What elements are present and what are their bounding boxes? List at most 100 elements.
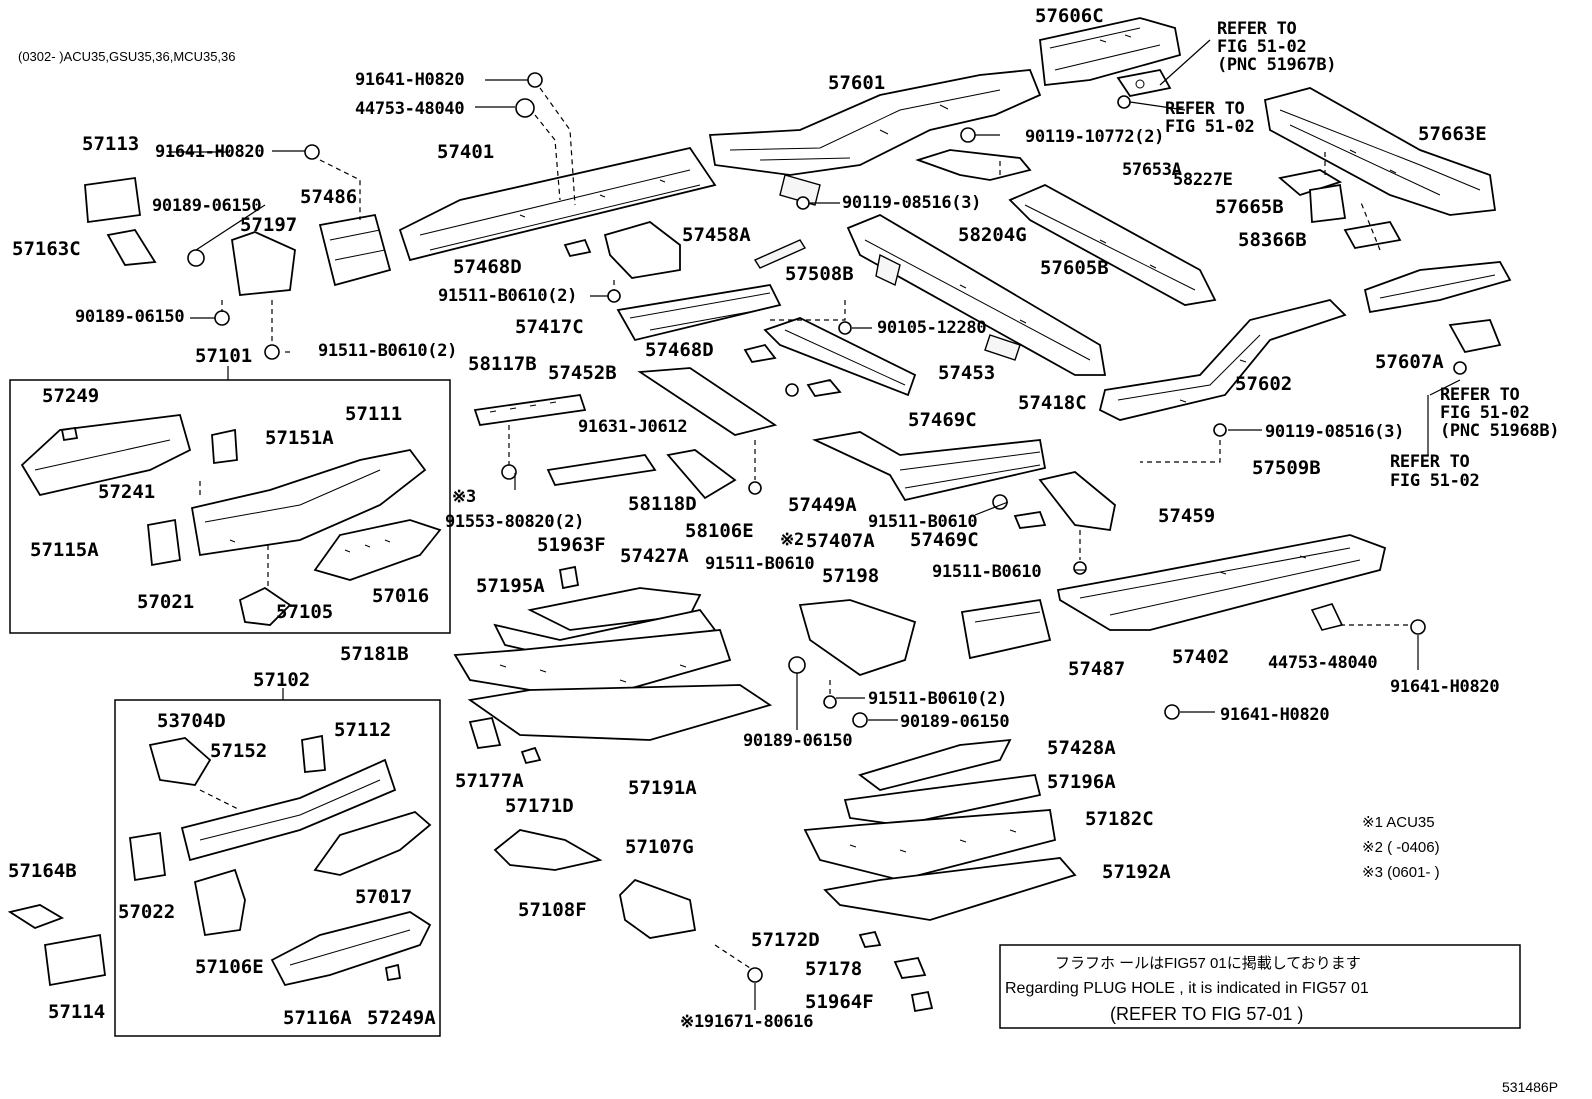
- applicability-header: (0302- )ACU35,GSU35,36,MCU35,36: [18, 49, 236, 64]
- part-44753-48040-b: [1310, 603, 1344, 631]
- part-57017: [313, 810, 432, 876]
- label-57449A: 57449A: [788, 494, 857, 516]
- refer-blocks: REFER TO FIG 51-02 (PNC 51967B) REFER TO…: [1165, 19, 1560, 491]
- part-57249A: [384, 963, 402, 982]
- label-57602: 57602: [1235, 373, 1292, 395]
- refer-4-line-1: REFER TO: [1390, 452, 1470, 472]
- label-57241: 57241: [98, 481, 155, 503]
- part-51964F: [910, 990, 934, 1013]
- part-57182C: [803, 809, 1057, 881]
- footnote-3: ※3 (0601- ): [1362, 864, 1440, 881]
- part-57106E: [193, 868, 246, 937]
- callout-labels: 57606C 91641-H0820 44753-48040 57601 571…: [8, 5, 1500, 1032]
- label-57101: 57101: [195, 345, 252, 367]
- part-57427A: [527, 587, 702, 631]
- label-57196A: 57196A: [1047, 771, 1116, 793]
- part-57468D-a: [563, 238, 592, 258]
- part-57459: [1038, 471, 1116, 532]
- label-57418C: 57418C: [1018, 392, 1087, 414]
- assembly-box-57102: [114, 699, 441, 1037]
- part-57016: [313, 519, 442, 581]
- part-57468D-b: [743, 343, 777, 363]
- part-58366B: [1343, 221, 1402, 249]
- part-57418C: [812, 431, 1047, 502]
- label-57017: 57017: [355, 886, 412, 908]
- part-57196A: [843, 774, 1042, 826]
- label-91641-H0820-a: 91641-H0820: [355, 70, 464, 90]
- part-bracket-51967: [1116, 68, 1172, 98]
- part-57105: [238, 586, 292, 626]
- refer-1-line-3: (PNC 51967B): [1217, 55, 1336, 75]
- label-57105: 57105: [276, 601, 333, 623]
- part-57458A: [603, 221, 681, 279]
- fasteners: [187, 72, 1467, 983]
- label-57469C-a: 57469C: [908, 409, 977, 431]
- label-57164B: 57164B: [8, 860, 77, 882]
- label-57401: 57401: [437, 141, 494, 163]
- label-91511-B0610-2-b: 91511-B0610(2): [318, 341, 457, 361]
- part-57607A: [1363, 261, 1512, 314]
- leader-lines: [168, 39, 1461, 1010]
- label-57102: 57102: [253, 669, 310, 691]
- part-57401: [398, 146, 717, 262]
- label-90189-06150-d: 90189-06150: [743, 731, 852, 751]
- label-57114: 57114: [48, 1001, 105, 1023]
- part-57108F: [619, 878, 697, 939]
- label-91511-B0610-a: 91511-B0610: [868, 512, 977, 532]
- label-57508B: 57508B: [785, 263, 854, 285]
- part-57111: [190, 449, 427, 557]
- label-57172D: 57172D: [751, 929, 820, 951]
- part-57164B: [7, 904, 65, 929]
- part-57113: [84, 176, 142, 224]
- part-57192A: [823, 857, 1077, 921]
- part-57601: [708, 69, 1042, 206]
- label-57665B: 57665B: [1215, 196, 1284, 218]
- footnotes: ※1 ACU35 ※2 ( -0406) ※3 (0601- ): [1362, 814, 1440, 881]
- label-57468D-b: 57468D: [645, 339, 714, 361]
- label-91641-H0820-c: 91641-H0820: [1390, 677, 1499, 697]
- label-57111: 57111: [345, 403, 402, 425]
- label-90189-06150-b: 90189-06150: [75, 307, 184, 327]
- label-57016: 57016: [372, 585, 429, 607]
- part-58227E: [1278, 169, 1343, 197]
- part-57665B: [1309, 183, 1347, 224]
- refer-1-line-1: REFER TO: [1217, 19, 1297, 39]
- marker-3: ※3: [452, 487, 476, 507]
- label-57487: 57487: [1068, 658, 1125, 680]
- label-57459: 57459: [1158, 505, 1215, 527]
- part-57469C-a: [806, 379, 842, 397]
- label-91641-H0820-b: 91641-H0820: [155, 142, 264, 162]
- label-58366B: 58366B: [1238, 229, 1307, 251]
- part-58106E: [666, 449, 737, 500]
- label-57191A: 57191A: [628, 777, 697, 799]
- label-57407A: 57407A: [806, 530, 875, 552]
- assembly-box-57101: [9, 379, 451, 634]
- part-57181B: [453, 629, 732, 701]
- refer-3-line-1: REFER TO: [1440, 385, 1520, 405]
- label-57607A: 57607A: [1375, 351, 1444, 373]
- refer-3-line-3: (PNC 51968B): [1440, 421, 1559, 441]
- label-57177A: 57177A: [455, 770, 524, 792]
- refer-2-line-2: FIG 51-02: [1165, 117, 1254, 137]
- label-57113: 57113: [82, 133, 139, 155]
- part-bracket-51968: [1448, 319, 1502, 354]
- part-57249: [60, 426, 79, 442]
- part-57453: [763, 317, 917, 397]
- label-57106E: 57106E: [195, 956, 264, 978]
- label-90105-12280: 90105-12280: [877, 318, 986, 338]
- part-57508B: [753, 239, 807, 269]
- label-57653A: 57653A: [1122, 160, 1182, 180]
- part-57402: [1056, 534, 1387, 631]
- part-57172D: [858, 930, 882, 948]
- part-57663E: [1263, 87, 1497, 216]
- refer-4-line-2: FIG 51-02: [1390, 471, 1479, 491]
- part-57116A: [270, 911, 432, 987]
- label-58227E: 58227E: [1173, 170, 1233, 190]
- plug-hole-note: フラフホ ールはFIG57 01に掲載しております Regarding PLUG…: [1005, 955, 1369, 1024]
- label-91511-B0610-b: 91511-B0610: [705, 554, 814, 574]
- label-57452B: 57452B: [548, 362, 617, 384]
- label-91511-B0610-c: 91511-B0610: [932, 562, 1041, 582]
- illustration-id: 531486P: [1502, 1079, 1558, 1095]
- part-57198: [798, 599, 917, 676]
- label-57402: 57402: [1172, 646, 1229, 668]
